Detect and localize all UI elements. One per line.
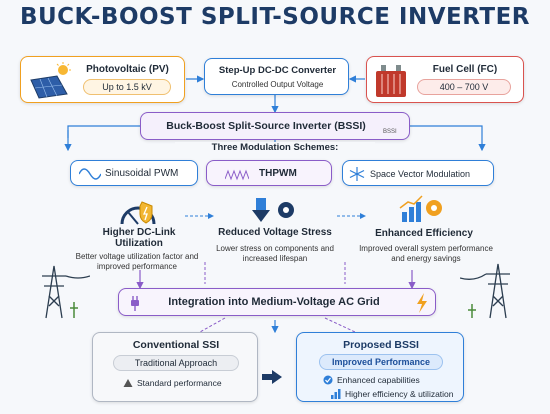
fc-voltage-badge: 400 – 700 V <box>417 79 511 95</box>
bssi-inverter-box: Buck-Boost Split-Source Inverter (BSSI) … <box>140 112 410 140</box>
schemes-heading: Three Modulation Schemes: <box>175 142 375 153</box>
converter-sublabel: Controlled Output Voltage <box>231 80 324 89</box>
proposed-item-2: Higher efficiency & utilization <box>345 389 454 399</box>
lightning-icon <box>417 293 427 313</box>
inverter-tag: BSSI <box>383 129 397 135</box>
scheme-thpwm: THPWM <box>206 160 332 186</box>
dc-link-gauge-icon <box>120 201 156 225</box>
benefit-stress-desc: Lower stress on components and increased… <box>216 244 334 263</box>
pv-source-box: Photovoltaic (PV) Up to 1.5 kV <box>20 56 185 103</box>
fuel-cell-icon <box>376 65 406 97</box>
warning-icon <box>123 379 133 387</box>
chart-up-icon <box>331 389 341 399</box>
benefit-dclink-title: Higher DC-Link Utilization <box>102 227 176 249</box>
benefit-dclink-desc: Better voltage utilization factor and im… <box>75 252 199 271</box>
scheme-spwm-label: Sinusoidal PWM <box>105 168 179 179</box>
benefit-efficiency-desc: Improved overall system performance and … <box>359 244 493 263</box>
check-circle-icon <box>323 375 333 385</box>
pv-label: Photovoltaic (PV) <box>86 64 169 75</box>
right-pylon-icon <box>460 263 510 319</box>
page-title: BUCK-BOOST SPLIT-SOURCE INVERTER <box>19 4 531 30</box>
benefit-efficiency-title: Enhanced Efficiency <box>375 228 473 239</box>
efficiency-chart-icon <box>399 195 442 222</box>
solar-panel-icon <box>30 62 71 99</box>
conventional-ssi-panel: Conventional SSI Traditional Approach St… <box>92 332 258 402</box>
inverter-label: Buck-Boost Split-Source Inverter (BSSI) <box>166 120 366 132</box>
compare-arrow-icon <box>262 370 282 384</box>
scheme-svm: Space Vector Modulation <box>342 160 494 186</box>
benefit-stress-title: Reduced Voltage Stress <box>218 227 332 238</box>
scheme-spwm: Sinusoidal PWM <box>70 160 198 186</box>
sine-wave-icon <box>79 168 101 180</box>
grid-integration-box: Integration into Medium-Voltage AC Grid <box>118 288 436 316</box>
scheme-thpwm-label: THPWM <box>259 168 297 179</box>
voltage-stress-icon <box>252 198 294 222</box>
plug-icon <box>131 296 139 311</box>
left-pylon-icon <box>42 265 90 319</box>
conventional-sub: Traditional Approach <box>113 355 239 371</box>
scheme-svm-label: Space Vector Modulation <box>370 169 471 179</box>
dcdc-converter-box: Step-Up DC-DC Converter Controlled Outpu… <box>204 58 349 95</box>
pwm-wave-icon <box>225 169 249 181</box>
proposed-bssi-panel: Proposed BSSI Improved Performance Enhan… <box>296 332 464 402</box>
fc-label: Fuel Cell (FC) <box>432 64 498 75</box>
conventional-title: Conventional SSI <box>132 339 220 351</box>
converter-label: Step-Up DC-DC Converter <box>218 65 337 76</box>
fc-source-box: Fuel Cell (FC) 400 – 700 V <box>366 56 524 103</box>
proposed-title: Proposed BSSI <box>343 339 419 351</box>
conventional-item: Standard performance <box>137 378 222 388</box>
pv-voltage-badge: Up to 1.5 kV <box>83 79 171 95</box>
proposed-item-1: Enhanced capabilities <box>337 375 420 385</box>
vector-star-icon <box>349 167 365 181</box>
grid-label: Integration into Medium-Voltage AC Grid <box>168 296 380 308</box>
proposed-sub: Improved Performance <box>319 354 443 370</box>
